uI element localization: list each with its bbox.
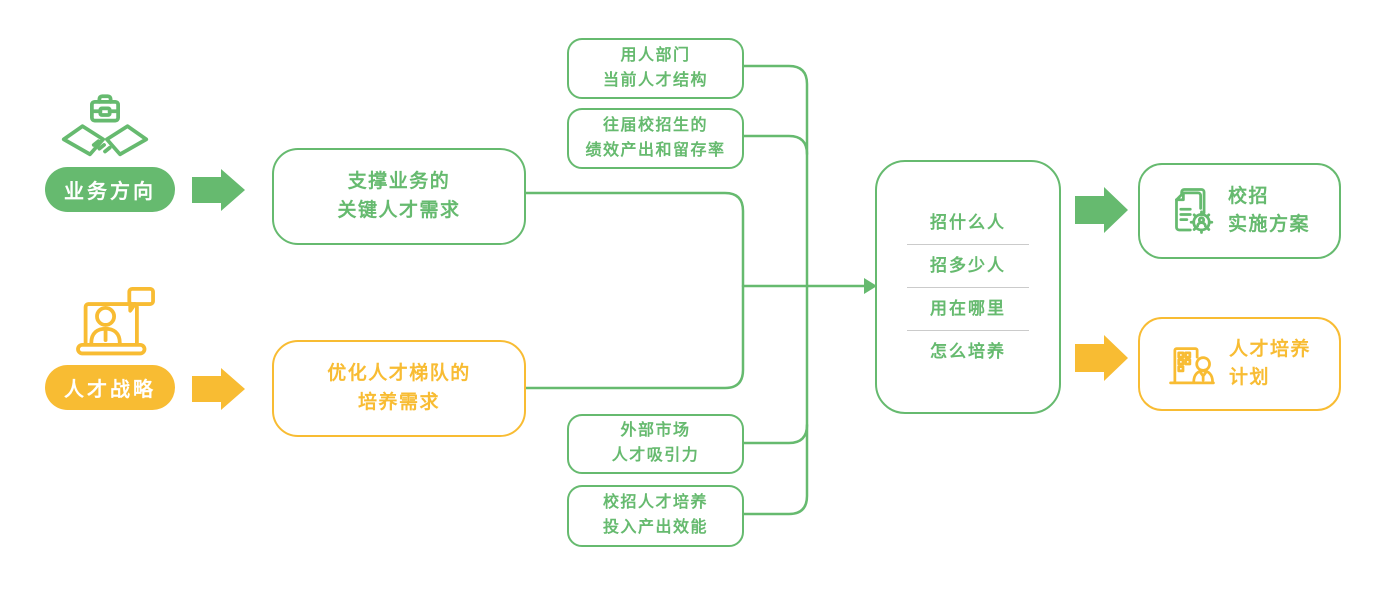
input-box-alumni-performance: 往届校招生的 绩效产出和留存率 [567, 108, 744, 169]
arrow-output-training-icon [1075, 335, 1128, 381]
source-business-label: 业务方向 [64, 181, 156, 203]
divider [907, 286, 1029, 288]
source-pill-talent: 人才战略 [45, 365, 175, 410]
need-talent-text: 优化人才梯队的 培养需求 [327, 363, 471, 413]
input-alumni-performance-text: 往届校招生的 绩效产出和留存率 [585, 116, 726, 159]
decisions-box: 招什么人 招多少人 用在哪里 怎么培养 [875, 160, 1061, 414]
output-campus-plan-text: 校招 实施方案 [1227, 186, 1310, 235]
decision-item-who: 招什么人 [930, 212, 1006, 232]
source-talent-label: 人才战略 [64, 379, 156, 401]
divider [907, 243, 1029, 245]
briefcase-handshake-icon [61, 94, 149, 157]
person-laptop-icon [76, 286, 155, 356]
output-box-campus-plan: 校招 实施方案 [1138, 163, 1341, 259]
input-dept-structure-text: 用人部门 当前人才结构 [602, 46, 708, 89]
input-market-attractiveness-text: 外部市场 人才吸引力 [611, 422, 700, 464]
connector-input-c [740, 423, 809, 445]
input-box-training-efficiency: 校招人才培养 投入产出效能 [567, 485, 744, 547]
input-box-market-attractiveness: 外部市场 人才吸引力 [567, 414, 744, 474]
divider [907, 329, 1029, 331]
decision-item-how-train: 怎么培养 [930, 341, 1006, 361]
need-box-talent: 优化人才梯队的 培养需求 [272, 340, 526, 437]
arrow-output-campus-icon [1075, 187, 1128, 233]
output-training-plan-text: 人才培养 计划 [1228, 339, 1311, 388]
connector-input-b [740, 134, 809, 156]
input-training-efficiency-text: 校招人才培养 投入产出效能 [602, 494, 708, 536]
connector-inputs-bus [740, 64, 809, 516]
document-gear-icon [1175, 188, 1214, 234]
decision-item-how-many: 招多少人 [930, 255, 1006, 275]
connector-needs-bracket [522, 191, 745, 390]
building-person-icon [1169, 347, 1215, 385]
output-box-training-plan: 人才培养 计划 [1138, 317, 1341, 411]
need-business-text: 支撑业务的 关键人才需求 [337, 171, 461, 221]
need-box-business: 支撑业务的 关键人才需求 [272, 148, 526, 245]
input-box-dept-structure: 用人部门 当前人才结构 [567, 38, 744, 99]
decision-item-where: 用在哪里 [930, 298, 1006, 318]
arrow-talent-icon [192, 368, 245, 410]
source-pill-business: 业务方向 [45, 167, 175, 212]
arrow-business-icon [192, 169, 245, 211]
